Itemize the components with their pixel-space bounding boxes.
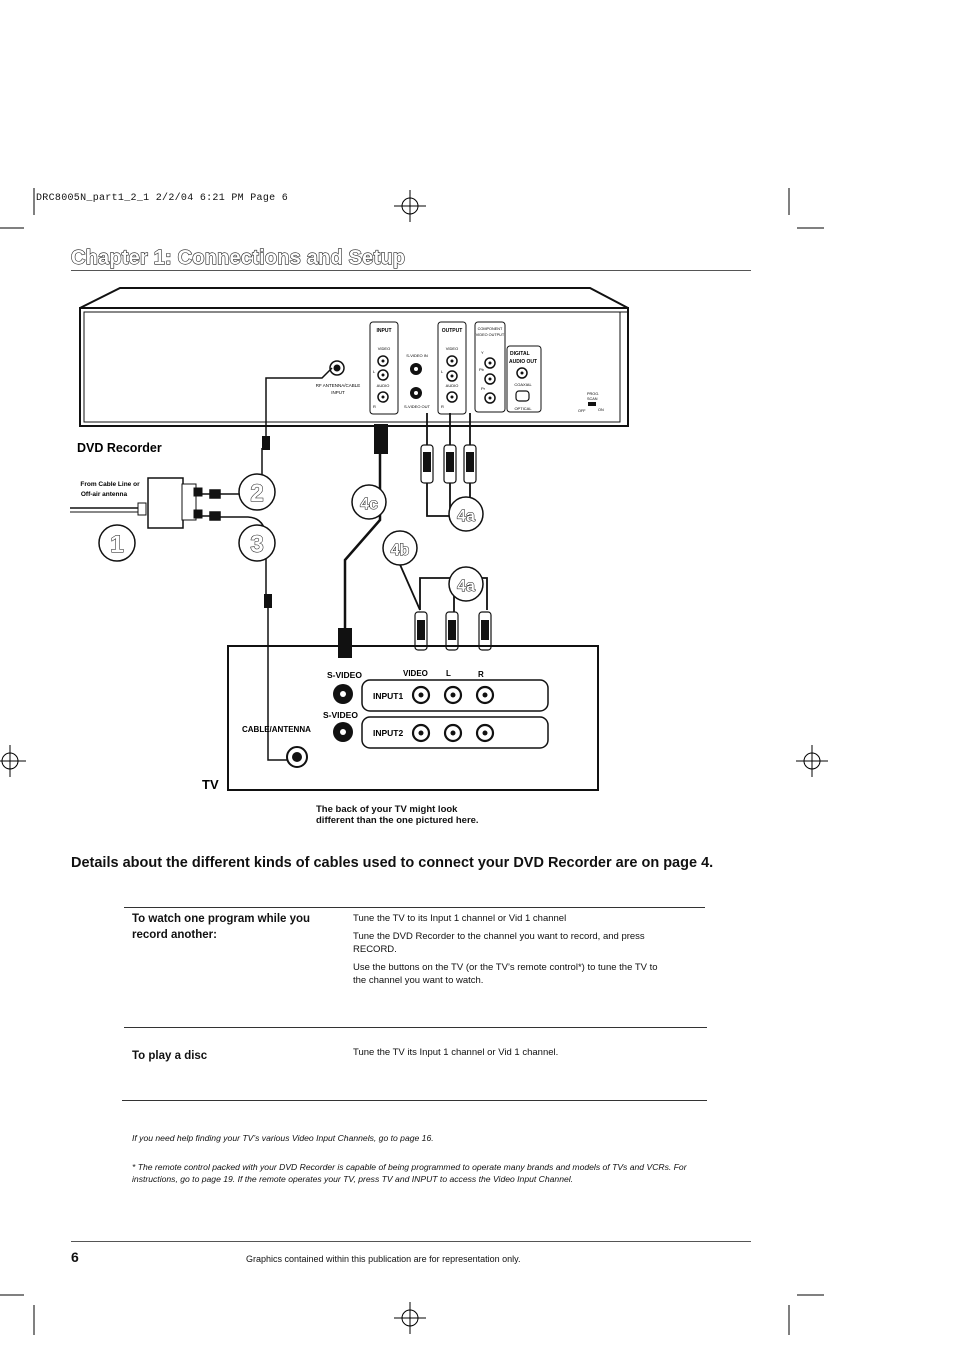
prog-scan-label-2: SCAN — [587, 397, 598, 401]
input-l-label: L — [373, 369, 376, 374]
tv-l-label: L — [446, 669, 451, 678]
output-video-label: VIDEO — [446, 346, 458, 351]
svideo-cable — [343, 454, 382, 628]
row1-heading-1: To watch one program while you — [132, 913, 311, 925]
tv-input2-group — [361, 716, 549, 749]
row1-p3b: the channel you want to watch. — [353, 975, 484, 986]
step-3-label: 3 — [250, 531, 263, 558]
row1-p2b: RECORD. — [353, 944, 397, 955]
step-4c-circle — [351, 484, 387, 520]
table-rule-bottom — [122, 1100, 707, 1101]
tv-label: TV — [202, 777, 219, 792]
cable-source-label-1: From Cable Line or — [80, 481, 140, 488]
chapter-title: Chapter 1: Connections and Setup — [70, 246, 406, 269]
footnote-remote-1: * The remote control packed with your DV… — [132, 1162, 687, 1172]
input-audio-label: AUDIO — [377, 383, 390, 388]
tv-input1-label: INPUT1 — [373, 691, 404, 701]
step-2-circle — [238, 473, 276, 511]
prog-scan-label-1: PROG. — [587, 392, 599, 396]
output-r-label: R — [441, 404, 444, 409]
row1-p1: Tune the TV to its Input 1 channel or Vi… — [353, 913, 567, 924]
row1-p3a: Use the buttons on the TV (or the TV’s r… — [353, 962, 658, 973]
step-4a-top-label: 4a — [457, 508, 475, 525]
tv-cable-antenna-label: CABLE/ANTENNA — [242, 725, 311, 734]
output-label: OUTPUT — [442, 328, 463, 334]
input-video-label: VIDEO — [378, 346, 390, 351]
row1-heading-2: record another: — [132, 929, 217, 941]
step-1-label: 1 — [110, 531, 123, 558]
dvd-recorder-back-panel — [79, 287, 629, 427]
tv-note-1: The back of your TV might look — [316, 804, 458, 815]
rf-label-2: INPUT — [331, 390, 345, 395]
table-rule-top — [124, 907, 705, 908]
svideo-in-label: S-VIDEO IN — [406, 353, 428, 358]
row2-heading: To play a disc — [132, 1050, 208, 1062]
chapter-rule — [71, 270, 751, 271]
connection-diagram: RF ANTENNA/CABLE INPUT INPUT VIDEO L AUD… — [70, 287, 629, 792]
tv-svideo-top-label: S-VIDEO — [327, 670, 362, 680]
cable-details-heading: Details about the different kinds of cab… — [71, 855, 714, 871]
footer-rule — [71, 1241, 751, 1242]
step-1-circle — [98, 524, 136, 562]
page-number: 6 — [71, 1249, 79, 1265]
table-rule-middle — [124, 1027, 707, 1028]
output-l-label: L — [441, 369, 444, 374]
component-label-1: COMPONENT — [478, 327, 503, 331]
step-4c-label: 4c — [360, 496, 378, 513]
svideo-out-label: S-VIDEO OUT — [404, 404, 431, 409]
step-4b-circle — [382, 530, 418, 566]
prog-off-label: OFF — [578, 409, 586, 413]
step-3-circle — [238, 524, 276, 562]
tv-r-label: R — [478, 670, 484, 679]
tv-back-panel — [227, 645, 599, 791]
optical-label: OPTICAL — [514, 406, 532, 411]
dvd-recorder-label: DVD Recorder — [77, 441, 162, 455]
step-4a-bottom-circle — [448, 566, 484, 602]
output-audio-label: AUDIO — [446, 383, 459, 388]
component-pb-label: Pb — [479, 367, 485, 372]
digital-label-2: AUDIO OUT — [509, 359, 537, 365]
component-label-2: VIDEO OUTPUT — [476, 333, 505, 337]
step-4a-bottom-label: 4a — [457, 578, 475, 595]
prog-on-label: ON — [598, 408, 604, 412]
input-label: INPUT — [377, 328, 392, 334]
tv-input1-group — [361, 679, 549, 712]
footnote-remote-2: instructions, go to page 19. If the remo… — [132, 1174, 574, 1184]
digital-label-1: DIGITAL — [510, 351, 530, 357]
cable-source-label-2: Off-air antenna — [81, 491, 128, 498]
tv-svideo-bottom-label: S-VIDEO — [323, 710, 358, 720]
tv-input2-label: INPUT2 — [373, 728, 404, 738]
rf-antenna-jack — [329, 360, 345, 376]
coaxial-label: COAXIAL — [514, 382, 532, 387]
step-2-label: 2 — [250, 480, 263, 507]
footer-text: Graphics contained within this publicati… — [246, 1254, 521, 1264]
tv-note-2: different than the one pictured here. — [316, 815, 479, 826]
signal-splitter — [70, 477, 203, 529]
step-4b-label: 4b — [391, 542, 410, 559]
rf-label-1: RF ANTENNA/CABLE — [316, 383, 361, 388]
component-y-label: Y — [481, 350, 484, 355]
component-pr-label: Pr — [481, 386, 486, 391]
footnote-help: If you need help finding your TV’s vario… — [132, 1133, 434, 1143]
tv-video-label: VIDEO — [403, 669, 428, 678]
page-slug: DRC8005N_part1_2_1 2/2/04 6:21 PM Page 6 — [36, 193, 289, 204]
row2-p1: Tune the TV its Input 1 channel or Vid 1… — [353, 1047, 559, 1058]
step-4a-top-circle — [448, 496, 484, 532]
row1-p2a: Tune the DVD Recorder to the channel you… — [353, 931, 645, 942]
input-r-label: R — [373, 404, 376, 409]
